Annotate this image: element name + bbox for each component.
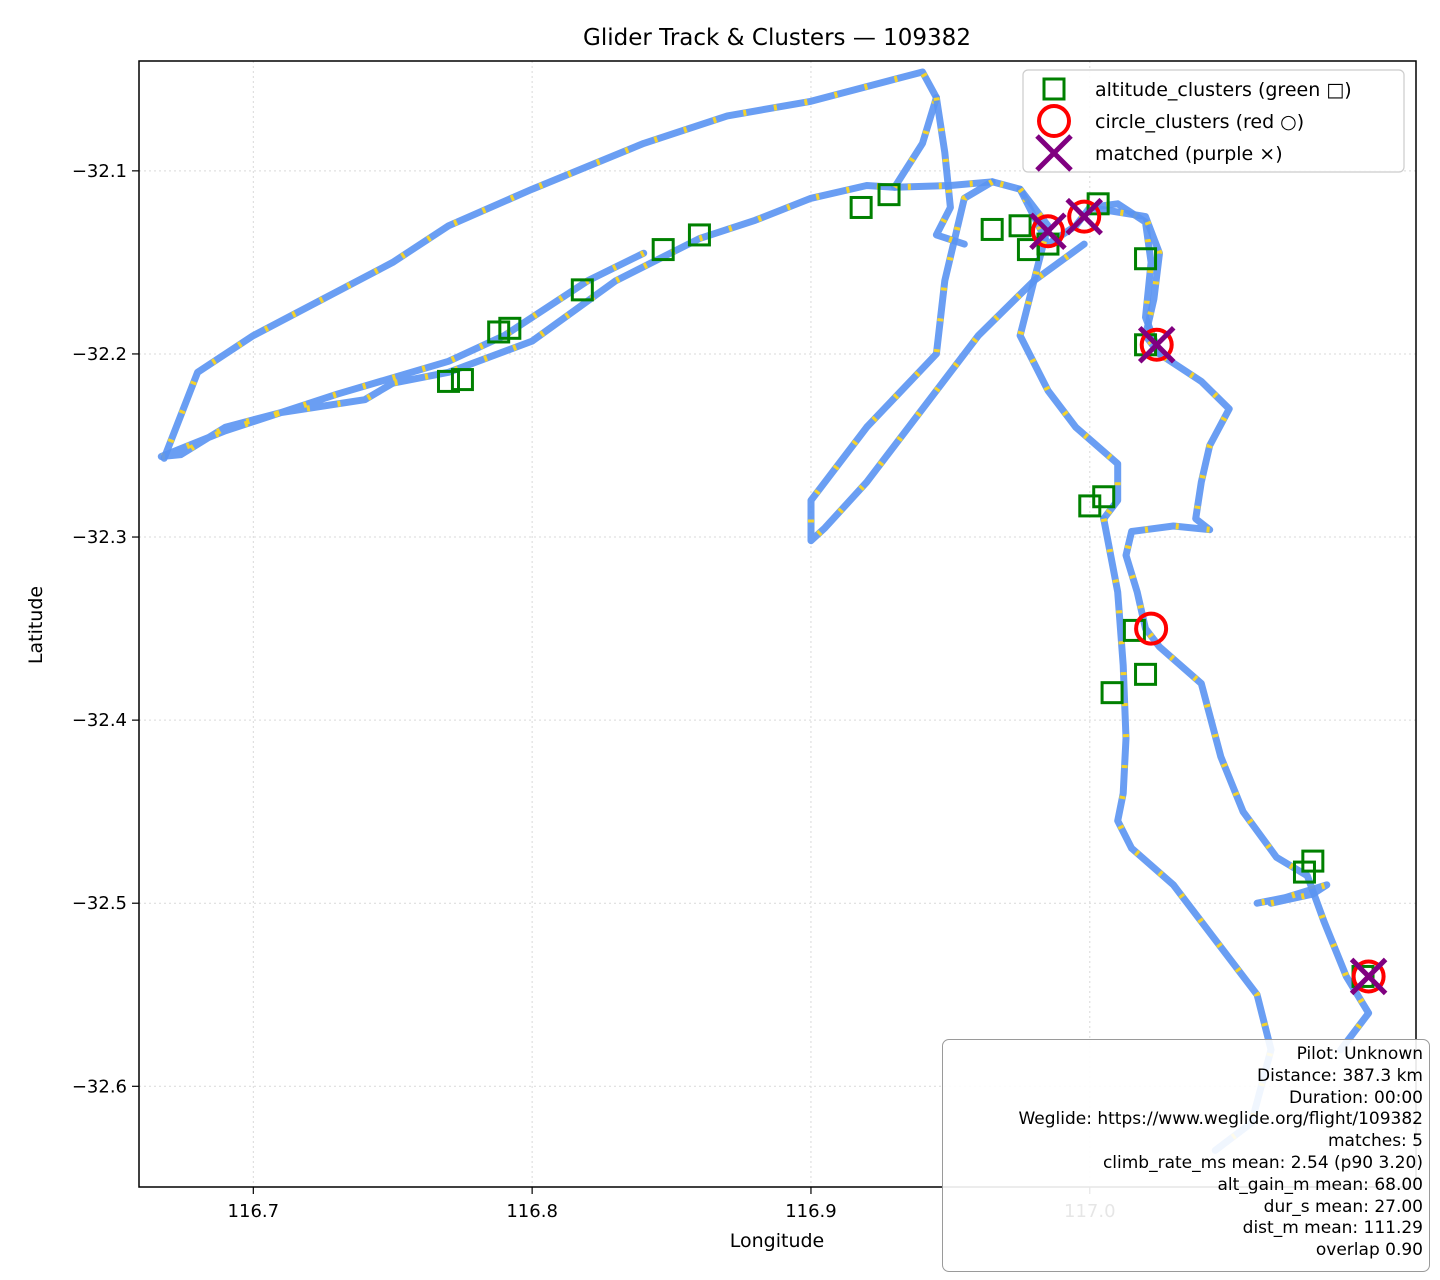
altitude-cluster-marker bbox=[1016, 238, 1040, 262]
chart-title: Glider Track & Clusters — 109382 bbox=[583, 25, 971, 51]
legend-label-matched: matched (purple ×) bbox=[1095, 143, 1283, 165]
legend-x-marker bbox=[1035, 134, 1073, 172]
info-weglide: Weglide: https://www.weglide.org/flight/… bbox=[1018, 1109, 1423, 1130]
x-tick-label: 116.9 bbox=[785, 1201, 837, 1222]
altitude-cluster-marker bbox=[849, 195, 873, 219]
x-tick-label: 116.8 bbox=[506, 1201, 558, 1222]
info-alt-gain: alt_gain_m mean: 68.00 bbox=[1217, 1174, 1424, 1195]
legend-box bbox=[1022, 69, 1405, 173]
altitude-cluster-marker bbox=[570, 278, 594, 302]
matched-marker-stroke bbox=[1065, 197, 1103, 236]
circle-cluster-series bbox=[1030, 199, 1386, 994]
info-overlap: overlap 0.90 bbox=[1315, 1240, 1423, 1261]
track-line bbox=[807, 178, 1088, 545]
info-duration-mean: dur_s mean: 27.00 bbox=[1263, 1196, 1423, 1217]
y-tick-label: −32.4 bbox=[72, 710, 127, 731]
y-tick-label: −32.5 bbox=[72, 893, 127, 914]
matched-marker-stroke bbox=[1137, 326, 1176, 364]
altitude-cluster-marker bbox=[436, 369, 460, 393]
y-tick-label: −32.6 bbox=[72, 1076, 127, 1097]
altitude-cluster-marker bbox=[1122, 618, 1146, 642]
matched-marker-stroke bbox=[1029, 212, 1067, 251]
altitude-cluster-marker bbox=[980, 217, 1004, 241]
altitude-cluster-marker bbox=[651, 238, 675, 262]
flight-info-box: Pilot: Unknown Distance: 387.3 km Durati… bbox=[942, 1039, 1430, 1272]
altitude-cluster-marker bbox=[877, 183, 901, 207]
info-distance-mean: dist_m mean: 111.29 bbox=[1242, 1218, 1423, 1239]
legend-circle-marker bbox=[1037, 104, 1071, 138]
matched-marker bbox=[1029, 212, 1067, 251]
altitude-cluster-marker bbox=[1134, 247, 1158, 271]
info-climb-rate: climb_rate_ms mean: 2.54 (p90 3.20) bbox=[1102, 1152, 1423, 1173]
altitude-cluster-marker bbox=[498, 316, 522, 340]
circle-cluster-marker bbox=[1030, 214, 1065, 249]
altitude-cluster-marker bbox=[1092, 485, 1116, 509]
y-tick-label: −32.1 bbox=[72, 161, 127, 182]
track-line bbox=[157, 178, 1373, 1054]
legend-square-marker bbox=[1042, 77, 1066, 101]
legend: altitude_clusters (green □) circle_clust… bbox=[1022, 69, 1405, 173]
track-line bbox=[932, 94, 968, 248]
info-matches: matches: 5 bbox=[1327, 1131, 1423, 1152]
matched-marker bbox=[1065, 197, 1103, 236]
info-distance: Distance: 387.3 km bbox=[1257, 1065, 1423, 1086]
plot-frame bbox=[138, 60, 1417, 1188]
circle-cluster-marker bbox=[1351, 959, 1386, 994]
y-tick-label: −32.2 bbox=[72, 344, 127, 365]
altitude-cluster-marker bbox=[1008, 214, 1032, 238]
matched-marker-stroke bbox=[1349, 957, 1388, 996]
altitude-cluster-series bbox=[436, 183, 1375, 988]
altitude-cluster-marker bbox=[687, 223, 711, 247]
x-tick-label: 116.7 bbox=[228, 1201, 280, 1222]
track-line bbox=[160, 68, 940, 462]
matched-marker bbox=[1349, 957, 1388, 996]
y-axis-label: Latitude bbox=[25, 586, 47, 664]
circle-cluster-marker bbox=[1067, 199, 1102, 234]
track-line bbox=[1253, 881, 1331, 907]
x-axis-label: Longitude bbox=[730, 1230, 825, 1252]
info-duration: Duration: 00:00 bbox=[1289, 1087, 1423, 1108]
matched-series bbox=[1029, 197, 1388, 996]
altitude-cluster-marker bbox=[450, 368, 474, 392]
circle-cluster-marker bbox=[1134, 611, 1169, 646]
info-pilot: Pilot: Unknown bbox=[1296, 1044, 1423, 1064]
legend-label-altitude: altitude_clusters (green □) bbox=[1095, 79, 1352, 101]
matched-marker bbox=[1137, 326, 1176, 364]
circle-cluster-marker bbox=[1139, 327, 1174, 362]
y-axis-ticks: −32.1 −32.2 −32.3 −32.4 −32.5 −32.6 bbox=[72, 161, 139, 1097]
altitude-cluster-marker bbox=[1301, 849, 1325, 873]
altitude-cluster-marker bbox=[1100, 681, 1124, 705]
legend-label-circle: circle_clusters (red ○) bbox=[1095, 111, 1304, 133]
y-tick-label: −32.3 bbox=[72, 527, 127, 548]
plot-area bbox=[157, 68, 1388, 1154]
altitude-cluster-marker bbox=[1134, 662, 1158, 686]
